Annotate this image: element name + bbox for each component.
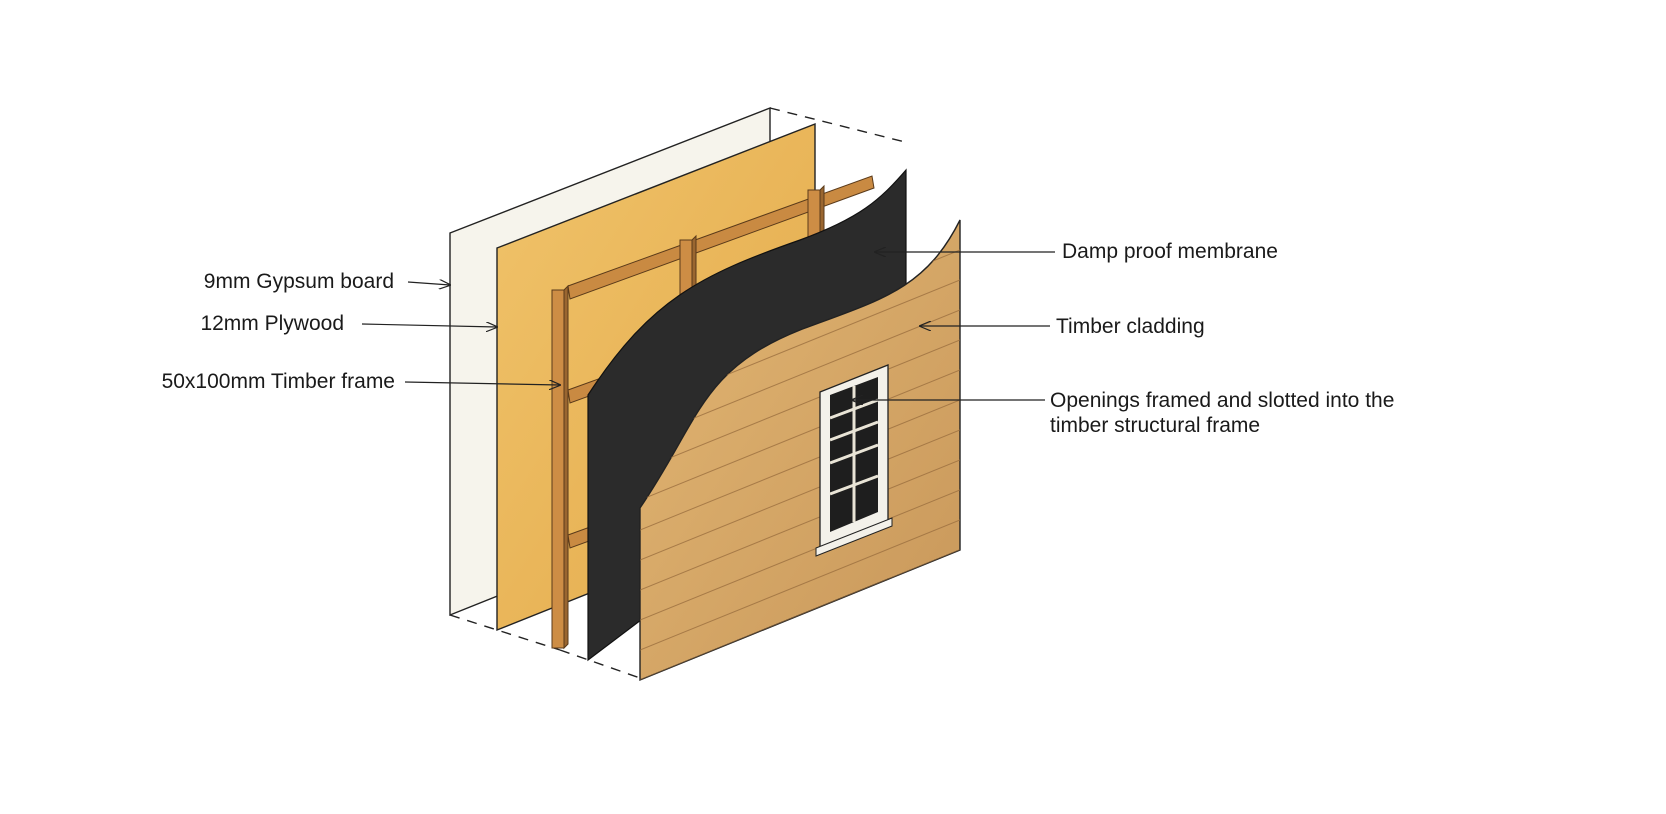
leader-lines <box>361 252 1055 400</box>
window <box>815 364 893 557</box>
label-openings-line-2: timber structural frame <box>1050 414 1261 437</box>
label-damp-proof-membrane: Damp proof membrane <box>1062 240 1278 263</box>
plywood-leader <box>361 324 497 327</box>
label-timber-cladding: Timber cladding <box>1056 315 1205 338</box>
label-gypsum-board: 9mm Gypsum board <box>203 270 394 293</box>
timber-cladding-layer <box>639 219 961 682</box>
gypsum-leader <box>407 282 450 285</box>
label-timber-frame: 50x100mm Timber frame <box>161 370 395 393</box>
label-plywood: 12mm Plywood <box>200 312 344 335</box>
label-openings-line-1: Openings framed and slotted into the <box>1050 389 1395 412</box>
frame-leader <box>404 382 560 385</box>
